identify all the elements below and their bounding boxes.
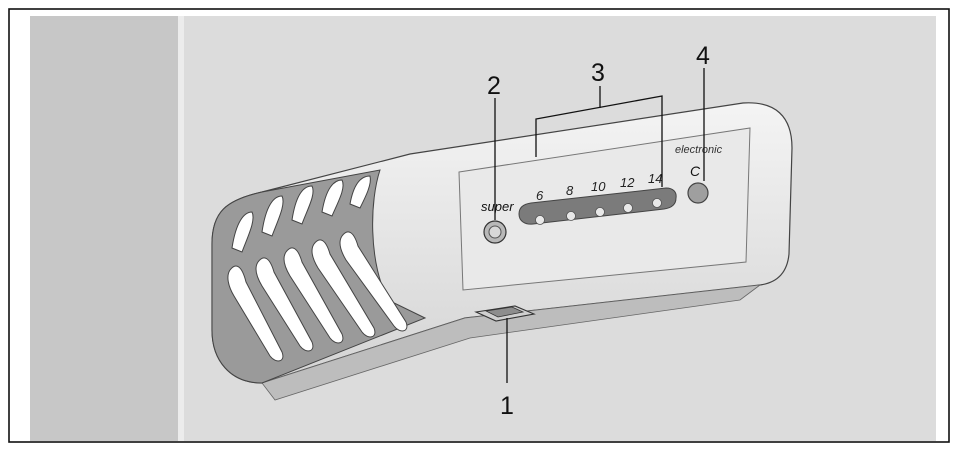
callout-4: 4 <box>696 42 710 70</box>
callout-bracket-3 <box>535 95 663 187</box>
cabinet-edge <box>178 16 184 441</box>
vent-slot <box>349 175 371 209</box>
scale-label-12: 12 <box>620 175 635 190</box>
vent-slot <box>255 257 314 352</box>
led-10 <box>595 207 605 217</box>
brand-text: electronic <box>675 144 723 156</box>
scale-label-8: 8 <box>566 183 574 198</box>
cabinet-side <box>30 16 178 441</box>
vent-slot <box>339 231 408 332</box>
vent-slot <box>283 247 344 344</box>
vent-slot <box>231 211 254 253</box>
callout-leaders <box>494 68 705 383</box>
led-8 <box>566 211 576 221</box>
led-12 <box>623 203 633 213</box>
c-button[interactable] <box>687 182 709 204</box>
vent-slots <box>227 175 408 362</box>
vent-slot <box>227 265 284 362</box>
super-button[interactable] <box>483 220 507 244</box>
panel-underside <box>261 284 762 401</box>
temperature-leds <box>535 198 662 225</box>
c-label: C <box>690 163 701 179</box>
super-label: super <box>481 199 514 214</box>
callout-1: 1 <box>500 392 514 420</box>
led-6 <box>535 215 545 225</box>
led-indicator-strip <box>518 187 677 225</box>
callout-2: 2 <box>487 72 501 100</box>
led-14 <box>652 198 662 208</box>
scale-label-14: 14 <box>648 171 662 186</box>
callout-3: 3 <box>591 59 605 87</box>
vent-slot <box>311 239 376 338</box>
scale-label-10: 10 <box>591 179 606 194</box>
vent-slot <box>291 185 314 225</box>
vent-slot <box>321 179 344 217</box>
main-switch[interactable] <box>474 305 536 322</box>
vent-slot <box>261 195 284 237</box>
scale-label-6: 6 <box>536 188 544 203</box>
